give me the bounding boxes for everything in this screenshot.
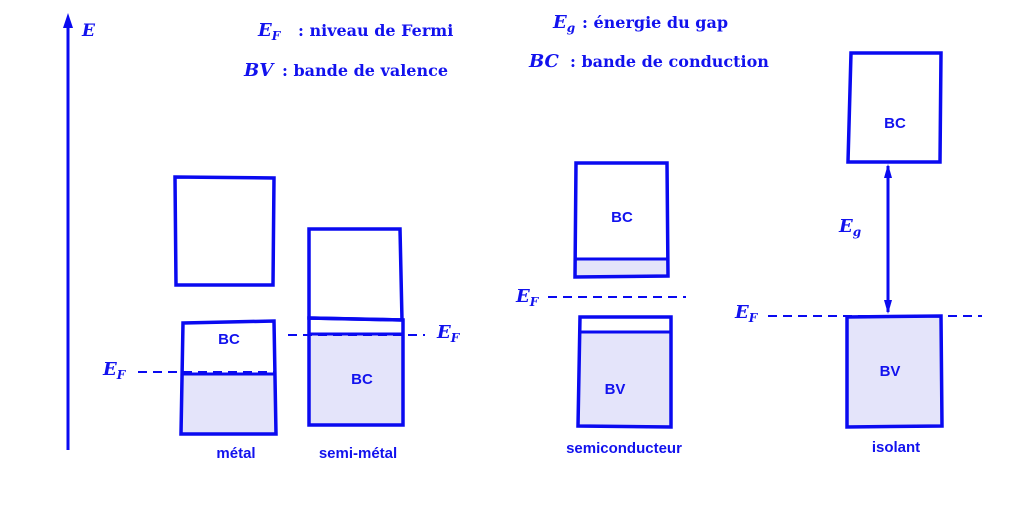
svg-text:Eg: Eg (552, 12, 575, 35)
legend-eg-text: : énergie du gap (582, 13, 728, 32)
semiconductor-bv-label: BV (605, 381, 626, 398)
gap-label: Eg (838, 216, 861, 239)
legend-bv-symbol: BV (243, 60, 275, 81)
semimetal-lower-band (307, 316, 405, 427)
up-arrow-icon (884, 164, 892, 178)
material-semiconductor: BC EF BV semiconducteur (515, 161, 686, 457)
semimetal-fermi-label: EF (436, 322, 461, 345)
semimetal-band-label: BC (351, 371, 373, 388)
material-semimetal: EF BC semi-métal (288, 227, 461, 462)
semimetal-caption: semi-métal (319, 445, 397, 462)
svg-text:EF: EF (257, 20, 282, 43)
insulator-bv-label: BV (880, 363, 901, 380)
metal-caption: métal (216, 445, 255, 462)
semiconductor-caption: semiconducteur (566, 440, 682, 457)
up-arrow-icon (63, 13, 73, 28)
energy-axis: E (63, 13, 96, 450)
material-insulator: BC Eg EF BV isolant (734, 51, 982, 456)
material-metal: BC EF métal (102, 175, 278, 462)
legend: EF : niveau de Fermi BV : bande de valen… (243, 12, 769, 81)
legend-bc-text: : bande de conduction (570, 52, 769, 71)
semiconductor-conduction-band (573, 161, 670, 279)
legend-bc: BC : bande de conduction (528, 51, 769, 72)
semimetal-upper-band (307, 227, 404, 322)
metal-fermi-label: EF (102, 359, 127, 382)
insulator-fermi-label: EF (734, 302, 759, 325)
legend-bc-symbol: BC (528, 51, 560, 72)
semiconductor-valence-band (576, 315, 673, 429)
metal-upper-band (173, 175, 276, 287)
legend-eg: Eg : énergie du gap (552, 12, 728, 35)
legend-ef: EF : niveau de Fermi (257, 20, 453, 43)
semiconductor-fermi-label: EF (515, 286, 540, 309)
legend-ef-text: : niveau de Fermi (298, 21, 453, 40)
metal-band-label: BC (218, 331, 240, 348)
insulator-caption: isolant (872, 439, 920, 456)
legend-bv-text: : bande de valence (282, 61, 448, 80)
insulator-bc-label: BC (884, 115, 906, 132)
insulator-conduction-band (846, 51, 943, 164)
down-arrow-icon (884, 300, 892, 314)
insulator-valence-band (845, 314, 944, 429)
legend-bv: BV : bande de valence (243, 60, 448, 81)
axis-label: E (81, 21, 96, 41)
metal-lower-band (179, 319, 278, 436)
semiconductor-bc-label: BC (611, 209, 633, 226)
